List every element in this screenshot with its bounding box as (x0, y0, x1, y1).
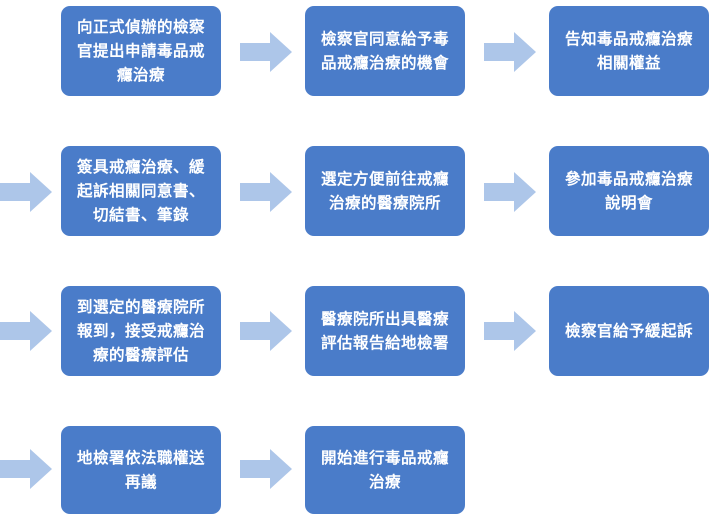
step-3-box: 告知毒品戒癮治療相關權益 (549, 6, 709, 96)
arrow-right-icon (484, 32, 536, 72)
step-8-label: 醫療院所出具醫療評估報告給地檢署 (320, 310, 449, 352)
step-11-box: 開始進行毒品戒癮治療 (305, 426, 465, 514)
step-7-label: 到選定的醫療院所報到，接受戒癮治療的醫療評估 (76, 298, 205, 364)
step-11-label: 開始進行毒品戒癮治療 (320, 449, 449, 491)
step-6-label: 參加毒品戒癮治療說明會 (564, 170, 693, 212)
step-5-label: 選定方便前往戒癮治療的醫療院所 (320, 170, 449, 212)
arrow-right-icon (0, 172, 52, 212)
arrow-right-icon (0, 311, 52, 351)
arrow-right-icon (240, 32, 292, 72)
step-2-box: 檢察官同意給予毒品戒癮治療的機會 (305, 6, 465, 96)
step-5-box: 選定方便前往戒癮治療的醫療院所 (305, 146, 465, 236)
step-4-box: 簽具戒癮治療、緩起訴相關同意書、切結書、筆錄 (61, 146, 221, 236)
step-6-box: 參加毒品戒癮治療說明會 (549, 146, 709, 236)
arrow-right-icon (484, 311, 536, 351)
arrow-right-icon (240, 449, 292, 489)
step-1-box: 向正式偵辦的檢察官提出申請毒品戒癮治療 (61, 6, 221, 96)
arrow-right-icon (0, 449, 52, 489)
step-9-box: 檢察官給予緩起訴 (549, 286, 709, 376)
arrow-right-icon (240, 311, 292, 351)
arrow-right-icon (484, 172, 536, 212)
step-3-label: 告知毒品戒癮治療相關權益 (564, 30, 693, 72)
step-10-label: 地檢署依法職權送再議 (76, 449, 205, 491)
step-1-label: 向正式偵辦的檢察官提出申請毒品戒癮治療 (76, 18, 205, 84)
step-7-box: 到選定的醫療院所報到，接受戒癮治療的醫療評估 (61, 286, 221, 376)
step-8-box: 醫療院所出具醫療評估報告給地檢署 (305, 286, 465, 376)
step-9-label: 檢察官給予緩起訴 (564, 322, 693, 340)
arrow-right-icon (240, 172, 292, 212)
step-10-box: 地檢署依法職權送再議 (61, 426, 221, 514)
step-2-label: 檢察官同意給予毒品戒癮治療的機會 (320, 30, 449, 72)
step-4-label: 簽具戒癮治療、緩起訴相關同意書、切結書、筆錄 (76, 158, 205, 224)
